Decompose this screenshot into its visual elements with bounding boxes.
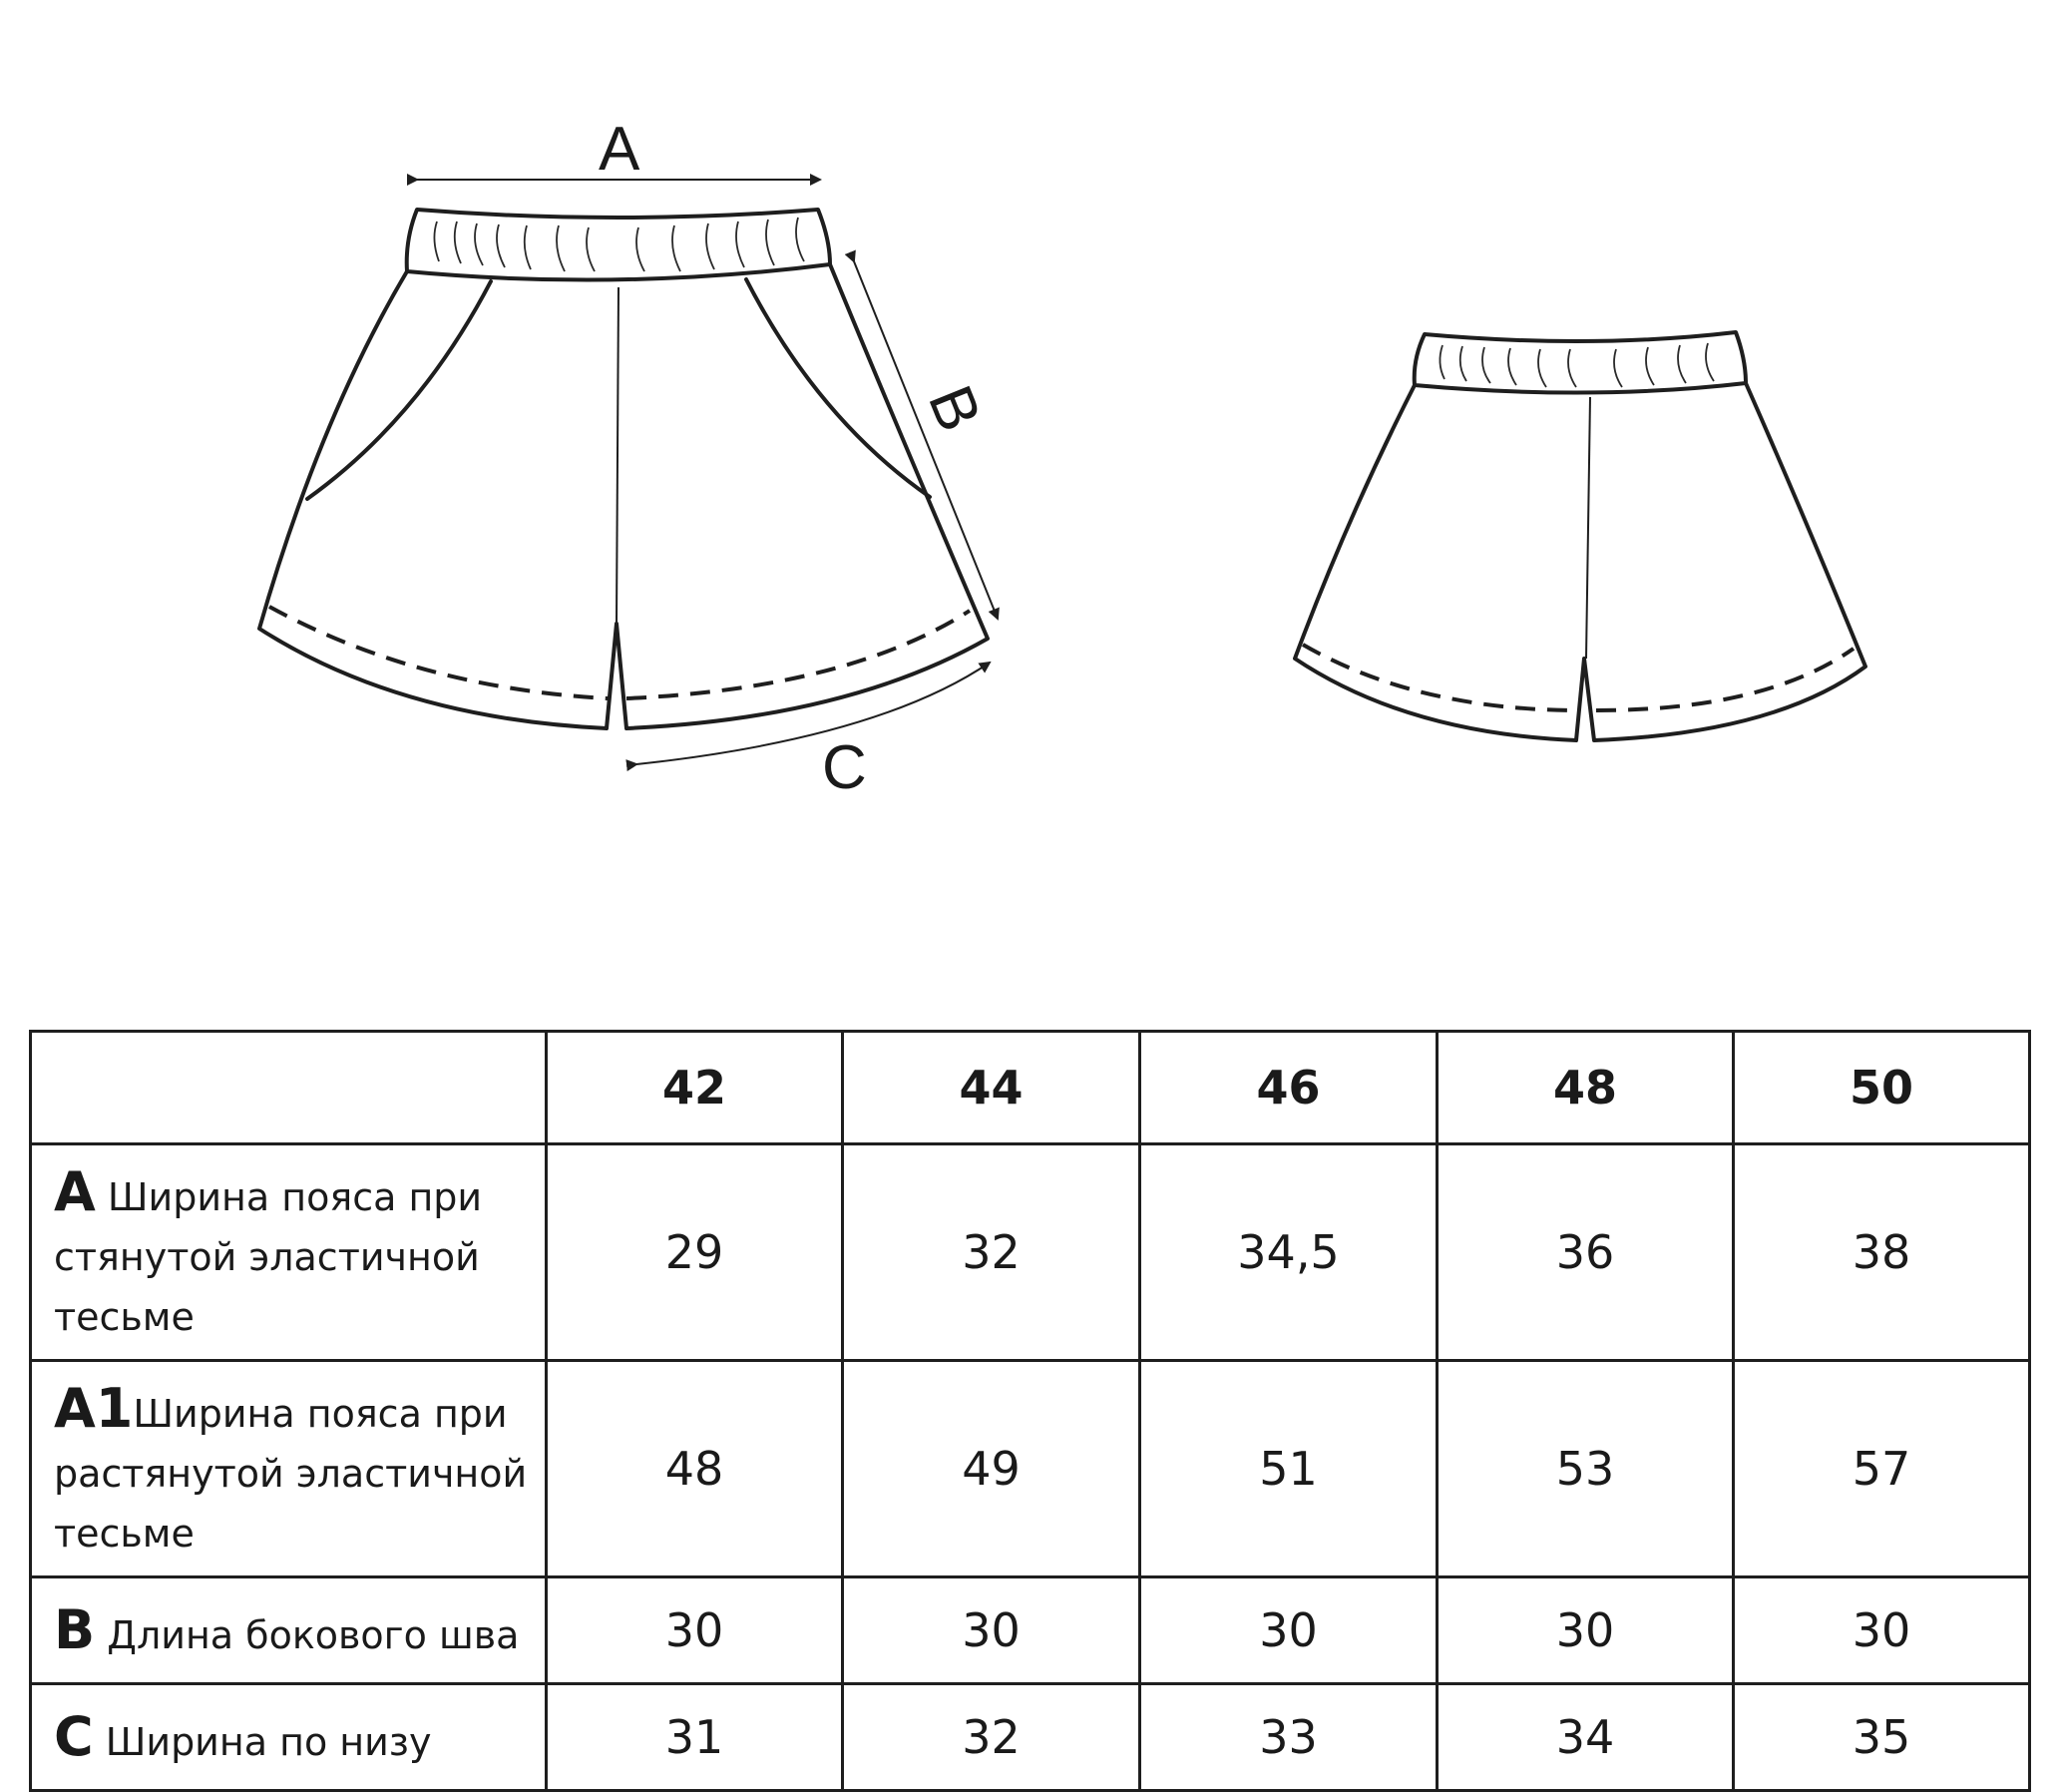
table-cell: 30 — [545, 1575, 844, 1685]
size-header: 48 — [1436, 1030, 1735, 1145]
front-waistband-gathers — [433, 217, 805, 272]
back-waistband-gathers — [1439, 342, 1715, 388]
size-header: 44 — [841, 1030, 1141, 1145]
front-left-pocket — [305, 279, 493, 501]
table-row: A Ширина пояса при стянутой эластичной т… — [29, 1142, 2031, 1362]
measure-description: Ширина пояса при стянутой эластичной тес… — [54, 1174, 483, 1339]
table-cell: 49 — [841, 1359, 1141, 1578]
measure-description: Длина бокового шва — [107, 1612, 520, 1657]
table-cell: 32 — [841, 1142, 1141, 1362]
table-cell: 31 — [545, 1682, 844, 1792]
front-right-pocket — [744, 277, 932, 499]
table-cell: 51 — [1138, 1359, 1439, 1578]
size-chart-table: 42 44 46 48 50 A Ширина пояса при стянут… — [29, 1030, 2031, 1792]
shorts-back-view — [1293, 330, 1867, 742]
table-cell: 57 — [1732, 1359, 2031, 1578]
shorts-front-view: A B C — [257, 115, 1000, 802]
measure-code: B — [54, 1597, 96, 1661]
front-center-seam — [616, 286, 619, 625]
shorts-technical-drawing: A B C — [257, 115, 1867, 802]
front-hem-stitch-right — [625, 609, 972, 700]
row-label: A Ширина пояса при стянутой эластичной т… — [29, 1142, 548, 1362]
table-row: C Ширина по низу 31 32 33 34 35 — [29, 1682, 2031, 1792]
table-cell: 33 — [1138, 1682, 1439, 1792]
table-row: B Длина бокового шва 30 30 30 30 30 — [29, 1575, 2031, 1685]
table-cell: 30 — [1732, 1575, 2031, 1685]
dimension-a-label: A — [599, 115, 640, 184]
back-waistband — [1412, 330, 1748, 395]
dimension-c-label: C — [822, 733, 867, 802]
size-header: 42 — [545, 1030, 844, 1145]
back-hem-stitch-right — [1595, 647, 1856, 712]
table-cell: 30 — [1436, 1575, 1735, 1685]
measure-code: A1 — [54, 1376, 134, 1440]
table-row: A1Ширина пояса при растянутой эластичной… — [29, 1359, 2031, 1578]
dimension-c-line — [625, 661, 992, 772]
table-cell: 30 — [1138, 1575, 1439, 1685]
front-hem-stitch-left — [268, 605, 610, 700]
measure-code: C — [54, 1704, 94, 1768]
table-cell: 53 — [1436, 1359, 1735, 1578]
table-cell: 36 — [1436, 1142, 1735, 1362]
dimension-b-label: B — [915, 376, 994, 440]
size-header-row: 42 44 46 48 50 — [29, 1030, 2031, 1145]
table-cell: 38 — [1732, 1142, 2031, 1362]
front-body-outline — [257, 262, 990, 730]
measure-code: A — [54, 1159, 96, 1223]
table-cell: 48 — [545, 1359, 844, 1578]
table-cell: 34 — [1436, 1682, 1735, 1792]
table-cell: 30 — [841, 1575, 1141, 1685]
row-label: C Ширина по низу — [29, 1682, 548, 1792]
table-cell: 32 — [841, 1682, 1141, 1792]
size-header: 46 — [1138, 1030, 1439, 1145]
row-label: A1Ширина пояса при растянутой эластичной… — [29, 1359, 548, 1578]
table-cell: 29 — [545, 1142, 844, 1362]
table-cell: 34,5 — [1138, 1142, 1439, 1362]
back-center-seam — [1585, 396, 1591, 660]
back-body-outline — [1293, 381, 1867, 742]
dimension-b-line — [844, 249, 1000, 621]
row-label: B Длина бокового шва — [29, 1575, 548, 1685]
size-header: 50 — [1732, 1030, 2031, 1145]
table-cell: 35 — [1732, 1682, 2031, 1792]
measure-description: Ширина по низу — [105, 1719, 432, 1764]
header-empty-cell — [29, 1030, 548, 1145]
back-hem-stitch-left — [1301, 643, 1581, 712]
measure-description: Ширина пояса при растянутой эластичной т… — [54, 1391, 528, 1556]
